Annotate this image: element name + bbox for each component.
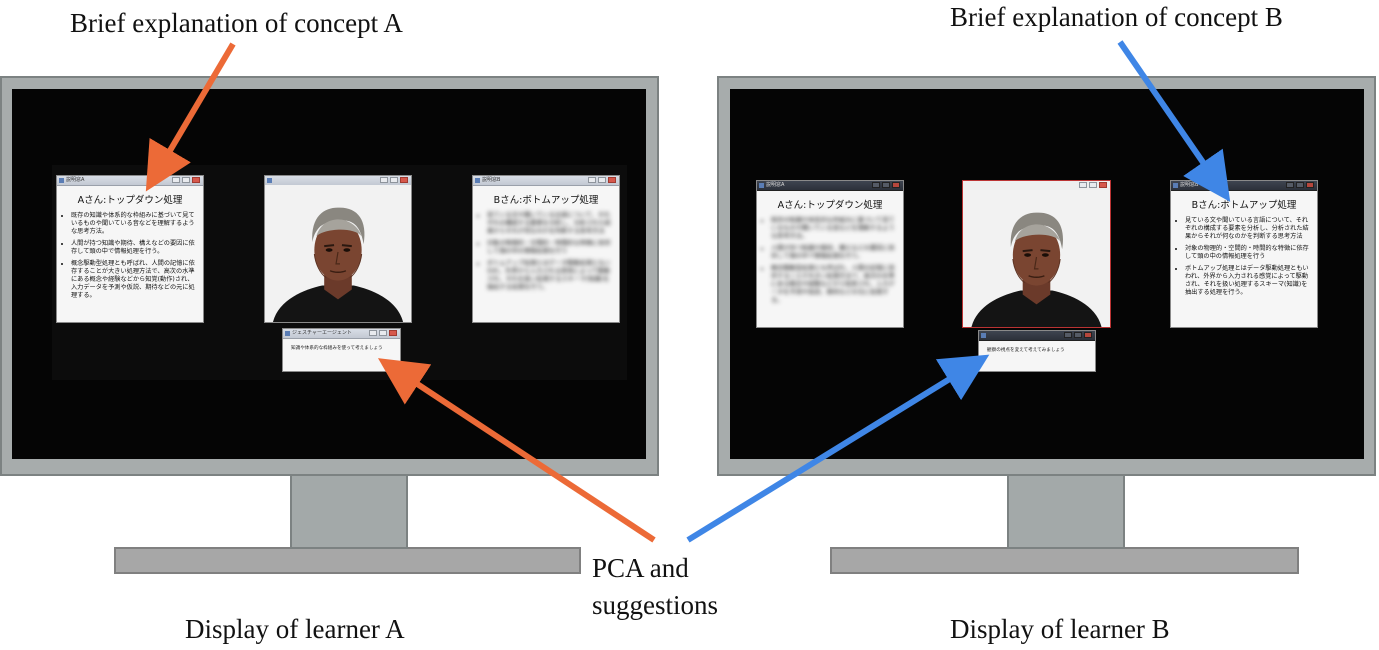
window-titlebar[interactable]: 説明窓A — [57, 176, 203, 186]
pedagogical-agent-avatar-icon — [265, 185, 411, 322]
list-item: 人間が持つ知識や期待、構えなどの要因に依存して頭の中で情報処理を行う。 — [71, 240, 199, 256]
maximize-icon[interactable] — [182, 177, 190, 183]
learner-b-avatar-window[interactable] — [962, 180, 1111, 328]
close-icon[interactable] — [1084, 332, 1092, 338]
maximize-icon[interactable] — [598, 177, 606, 183]
minimize-icon[interactable] — [1286, 182, 1294, 188]
app-icon — [759, 183, 764, 188]
list-item: 既存の知識や体系的な枠組みに基づいて見ているものや聞いている音などを理解するよう… — [771, 217, 899, 241]
minimize-icon[interactable] — [1064, 332, 1072, 338]
minimize-icon[interactable] — [1079, 182, 1087, 188]
maximize-icon[interactable] — [1296, 182, 1304, 188]
pca-label-line1: PCA and — [592, 553, 689, 583]
close-icon[interactable] — [400, 177, 408, 183]
window-titlebar[interactable] — [979, 331, 1095, 341]
list-item: 既存の知識や体系的な枠組みに基づいて見ているものや聞いている音などを理解するよう… — [71, 212, 199, 236]
caption-concept-b: Brief explanation of concept B — [950, 2, 1283, 32]
minimize-icon[interactable] — [872, 182, 880, 188]
minimize-icon[interactable] — [172, 177, 180, 183]
close-icon[interactable] — [1306, 182, 1314, 188]
window-title: ジェスチャーエージェント — [292, 330, 352, 336]
app-icon — [59, 178, 64, 183]
maximize-icon[interactable] — [1074, 332, 1082, 338]
list-item: ボトムアップ処理とはデータ駆動処理ともいわれ、外界から入力される感覚によって駆動… — [487, 260, 615, 292]
learner-a-window-concept-a[interactable]: 説明窓A Aさん:トップダウン処理 既存の知識や体系的な枠組みに基づいて見ている… — [56, 175, 204, 323]
minimize-icon[interactable] — [380, 177, 388, 183]
caption-concept-a: Brief explanation of concept A — [70, 8, 403, 38]
close-icon[interactable] — [892, 182, 900, 188]
avatar-area — [963, 190, 1110, 327]
maximize-icon[interactable] — [882, 182, 890, 188]
window-title: 説明窓A — [66, 177, 85, 183]
learner-b-window-concept-a[interactable]: 説明窓A Aさん:トップダウン処理 既存の知識や体系的な枠組みに基づいて見ている… — [756, 180, 904, 328]
app-icon — [981, 333, 986, 338]
learner-b-suggestion-window[interactable]: 観察の視点を変えて考えてみましょう — [978, 330, 1096, 372]
list-item: 見ている文や聞いている言語について、それぞれの構成する要素を分析し、分析された結… — [1185, 217, 1313, 241]
list-item: 見ている文や聞いている言語について、それぞれの構成する要素を分析し、分析された結… — [487, 212, 615, 236]
minimize-icon[interactable] — [369, 330, 377, 336]
learner-a-suggestion-window[interactable]: ジェスチャーエージェント 知識や体系的な枠組みを使って考えましょう — [282, 328, 401, 372]
maximize-icon[interactable] — [1089, 182, 1097, 188]
learner-a-window-concept-b[interactable]: 説明窓B Bさん:ボトムアップ処理 見ている文や聞いている言語について、それぞれ… — [472, 175, 620, 323]
list-item: 概念駆動型処理とも呼ばれ、人間の記憶に依存することが大きい処理方法で、高次の水準… — [771, 265, 899, 305]
maximize-icon[interactable] — [379, 330, 387, 336]
window-heading: Bさん:ボトムアップ処理 — [493, 195, 599, 206]
window-heading: Bさん:ボトムアップ処理 — [1191, 200, 1297, 211]
list-item: 概念駆動型処理とも呼ばれ、人間の記憶に依存することが大きい処理方法で、高次の水準… — [71, 260, 199, 300]
app-icon — [1173, 183, 1178, 188]
list-item: 対象の物理的・空間的・時間的な特徴に依存して頭の中の情報処理を行う — [1185, 245, 1313, 261]
window-heading: Aさん:トップダウン処理 — [777, 200, 883, 211]
monitor-b-base — [830, 547, 1299, 574]
window-titlebar[interactable]: 説明窓B — [1171, 181, 1317, 191]
learner-b-window-concept-b[interactable]: 説明窓B Bさん:ボトムアップ処理 見ている文や聞いている言語について、それぞれ… — [1170, 180, 1318, 328]
minimize-icon[interactable] — [588, 177, 596, 183]
window-heading: Aさん:トップダウン処理 — [77, 195, 183, 206]
suggestion-text: 観察の視点を変えて考えてみましょう — [987, 348, 1065, 353]
app-icon — [475, 178, 480, 183]
pca-label-line2: suggestions — [592, 590, 719, 620]
window-title: 説明窓B — [1180, 182, 1199, 188]
close-icon[interactable] — [389, 330, 397, 336]
window-titlebar[interactable]: 説明窓B — [473, 176, 619, 186]
monitor-a-base — [114, 547, 581, 574]
learner-a-avatar-window[interactable] — [264, 175, 412, 323]
explanation-list: 既存の知識や体系的な枠組みに基づいて見ているものや聞いている音などを理解するよう… — [757, 217, 903, 305]
pca-suggestions-label: PCA and suggestions — [592, 550, 718, 624]
maximize-icon[interactable] — [390, 177, 398, 183]
list-item: 人間が持つ知識や期待、構えなどの要因に依存して頭の中で情報処理を行う。 — [771, 245, 899, 261]
caption-display-a: Display of learner A — [185, 614, 405, 644]
monitor-b-neck — [1007, 474, 1125, 549]
window-title: 説明窓B — [482, 177, 501, 183]
explanation-list: 見ている文や聞いている言語について、それぞれの構成する要素を分析し、分析された結… — [1171, 217, 1317, 297]
close-icon[interactable] — [1099, 182, 1107, 188]
avatar-area — [265, 185, 411, 322]
suggestion-text: 知識や体系的な枠組みを使って考えましょう — [291, 346, 383, 351]
close-icon[interactable] — [192, 177, 200, 183]
monitor-a-neck — [290, 474, 408, 549]
window-titlebar[interactable]: ジェスチャーエージェント — [283, 329, 400, 339]
explanation-list: 見ている文や聞いている言語について、それぞれの構成する要素を分析し、分析された結… — [473, 212, 619, 292]
app-icon — [267, 178, 272, 183]
window-title: 説明窓A — [766, 182, 785, 188]
pedagogical-agent-avatar-icon — [963, 190, 1110, 327]
list-item: ボトムアップ処理とはデータ駆動処理ともいわれ、外界から入力される感覚によって駆動… — [1185, 265, 1313, 297]
app-icon — [285, 331, 290, 336]
list-item: 対象の物理的・空間的・時間的な特徴に依存して頭の中の情報処理を行う — [487, 240, 615, 256]
explanation-list: 既存の知識や体系的な枠組みに基づいて見ているものや聞いている音などを理解するよう… — [57, 212, 203, 300]
close-icon[interactable] — [608, 177, 616, 183]
caption-display-b: Display of learner B — [950, 614, 1170, 644]
window-titlebar[interactable]: 説明窓A — [757, 181, 903, 191]
